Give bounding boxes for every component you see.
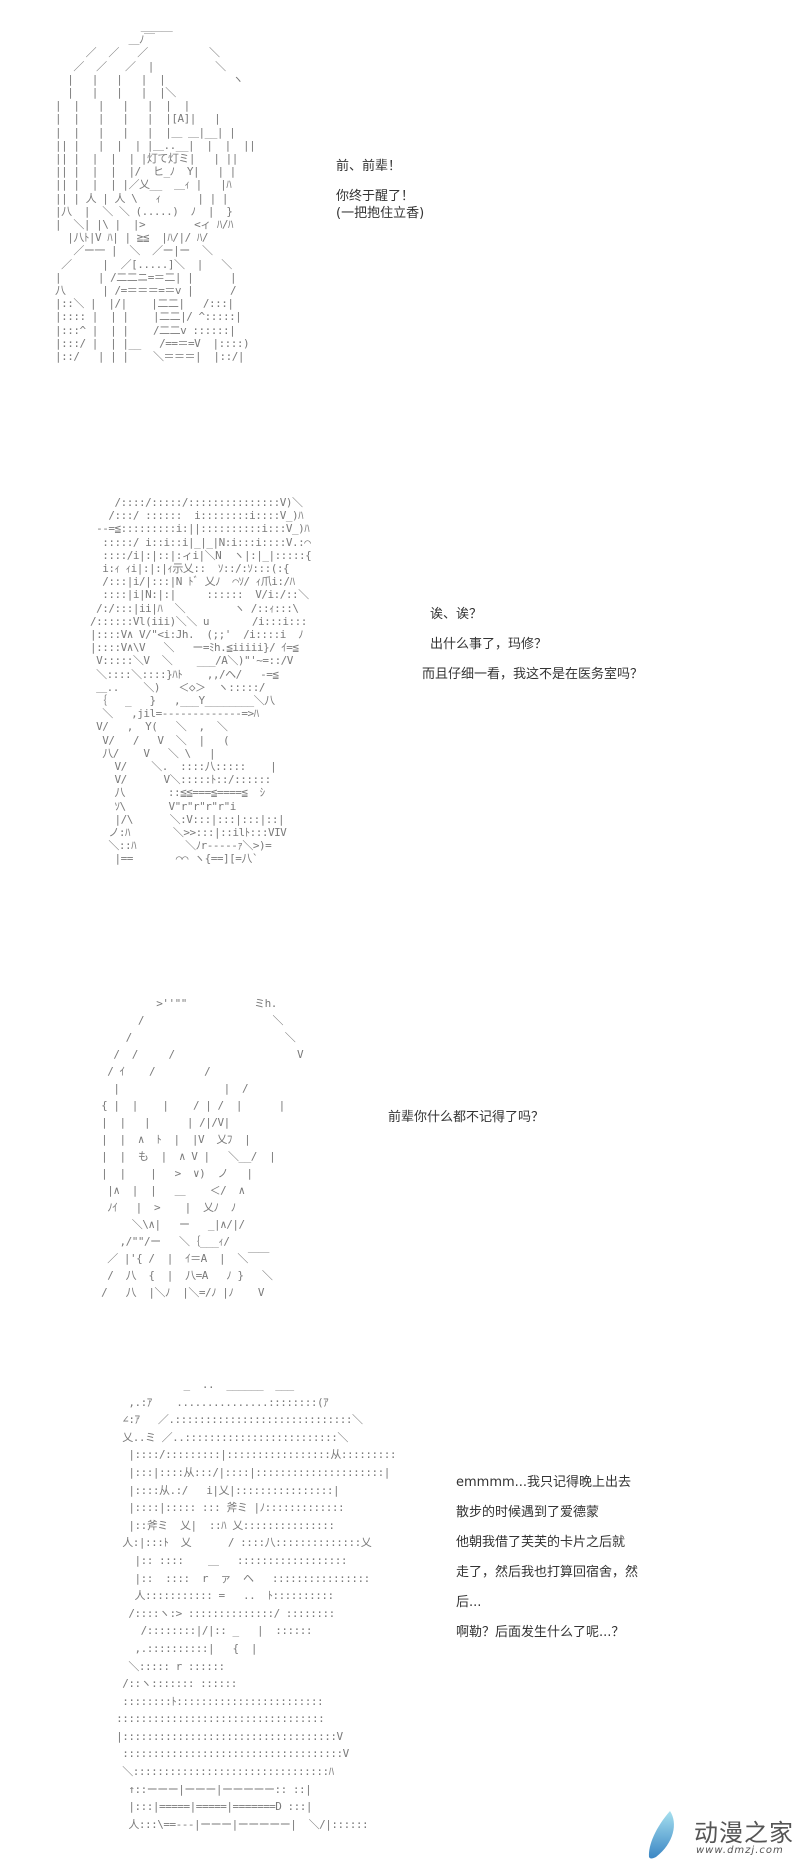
leaf-logo-icon <box>648 1811 674 1859</box>
ascii-art-character-3: >''"" ミh. / ＼ / ＼ / / / V / ｲ / / | | / … <box>101 997 304 1299</box>
ascii-art-character-1: ＿＿＿ ＿ﾉ￣ ／ ／ ／ ＼ ／ ／ ／ | ＼ | | | | | ヽ | … <box>55 20 256 364</box>
panel-3: >''"" ミh. / ＼ / ＼ / / / V / ｲ / / | | / … <box>0 995 800 1325</box>
dialogue-line: 出什么事了，玛修？ <box>430 637 548 652</box>
watermark-name: 动漫之家 <box>694 1819 794 1847</box>
dialogue-line: 散步的时候遇到了爱德蒙 <box>456 1505 600 1520</box>
ascii-art-character-4: _ .. ______ ___ ,.:ｱ ...............::::… <box>116 1378 397 1831</box>
dmzj-watermark-logo: 动漫之家 www.dmzj.com <box>648 1805 798 1865</box>
dialogue-line: 后... <box>456 1595 482 1610</box>
dialogue-line: emmmm...我只记得晚上出去 <box>456 1475 632 1490</box>
dialogue-box-3: 前辈你什么都不记得了吗？ <box>388 1106 544 1125</box>
ascii-art-character-2: /::::/:::::/:::::::::::::::V)＼ /:::/ :::… <box>90 496 312 866</box>
dialogue-spacer <box>336 175 424 188</box>
dialogue-line: 走了，然后我也打算回宿舍，然 <box>456 1565 639 1580</box>
dialogue-line: 而且仔细一看，我这不是在医务室吗？ <box>422 667 644 682</box>
dialogue-line: (一把抱住立香) <box>336 206 425 221</box>
dialogue-box-2: 诶、诶？ 出什么事了，玛修？ 而且仔细一看，我这不是在医务室吗？ <box>422 600 643 690</box>
watermark-url: www.dmzj.com <box>696 1845 784 1856</box>
dialogue-box-1: 前、前辈！ 你终于醒了！ (一把抱住立香) <box>336 158 424 222</box>
dialogue-line: 你终于醒了！ <box>336 189 415 204</box>
dialogue-line: 诶、诶？ <box>430 607 483 622</box>
panel-1: ＿＿＿ ＿ﾉ￣ ／ ／ ／ ＼ ／ ／ ／ | ＼ | | | | | ヽ | … <box>0 0 800 460</box>
dialogue-line: 前、前辈！ <box>336 159 402 174</box>
dialogue-box-4: emmmm...我只记得晚上出去 散步的时候遇到了爱德蒙 他朝我借了芙芙的卡片之… <box>456 1468 638 1648</box>
dialogue-line: 前辈你什么都不记得了吗？ <box>388 1110 545 1125</box>
panel-2: /::::/:::::/:::::::::::::::V)＼ /:::/ :::… <box>0 490 800 950</box>
dialogue-line: 啊勒？后面发生什么了呢...？ <box>456 1625 625 1640</box>
panel-4: _ .. ______ ___ ,.:ｱ ...............::::… <box>0 1370 800 1870</box>
dialogue-line: 他朝我借了芙芙的卡片之后就 <box>456 1535 626 1550</box>
